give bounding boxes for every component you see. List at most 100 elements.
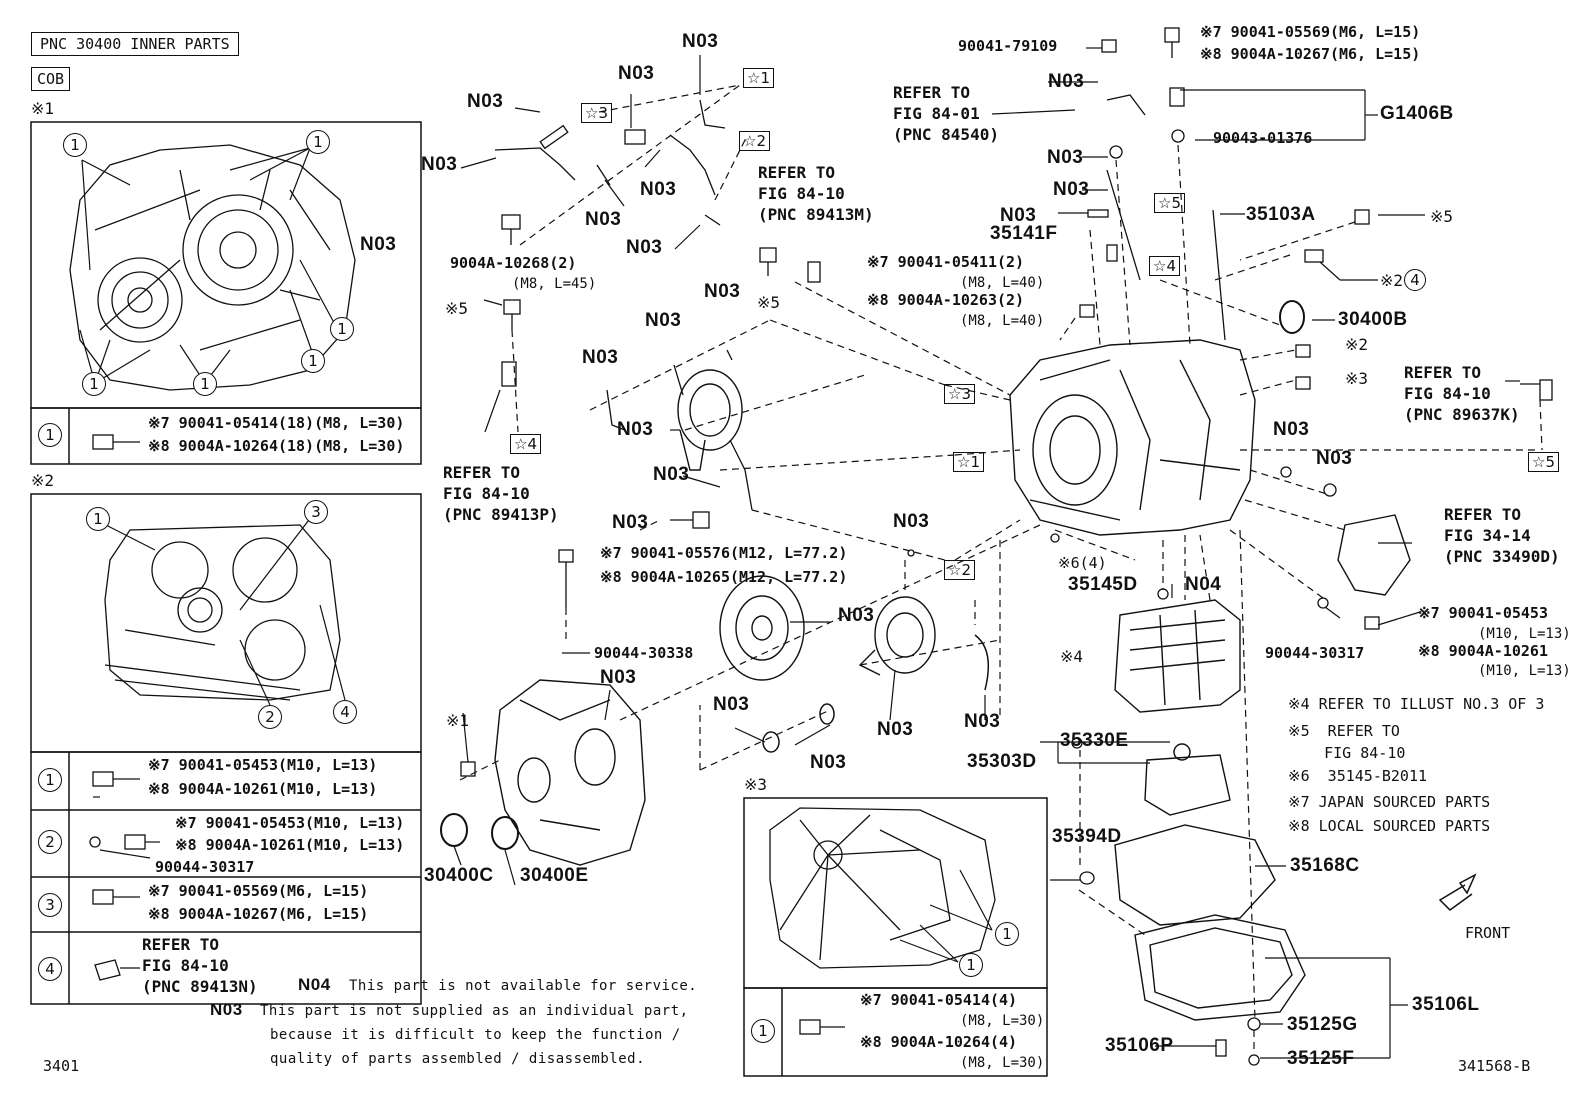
- mark-x2-callout: ※2: [1380, 271, 1404, 290]
- n03-label: N03: [1316, 448, 1353, 469]
- footer-page-code: 3401: [43, 1057, 80, 1075]
- n03-label: N03: [421, 154, 458, 175]
- part-35168c: 35168C: [1290, 855, 1360, 876]
- n04-label: N04: [1185, 574, 1222, 595]
- part-35106p: 35106P: [1105, 1035, 1174, 1056]
- part-35394d: 35394D: [1052, 826, 1122, 847]
- spec-90041-05411-size: (M8, L=40): [960, 275, 1045, 291]
- small-parts: [89, 27, 1553, 1066]
- part-90041-79109: 90041-79109: [958, 37, 1058, 55]
- legend-x4: ※4 REFER TO ILLUST NO.3 OF 3: [1288, 695, 1545, 713]
- part-90043-01376: 90043-01376: [1213, 129, 1313, 147]
- n03-label: N03: [653, 464, 690, 485]
- ref-fig-84-10-89413m: REFER TO FIG 84-10 (PNC 89413M): [758, 163, 874, 224]
- seal-30400c: [440, 813, 468, 847]
- spec-9004a-10263: ※8 9004A-10263(2): [867, 291, 1025, 309]
- spec-9004a-10261-size: (M10, L=13): [1478, 663, 1571, 679]
- n03-label: N03: [877, 719, 914, 740]
- n03-label: N03: [964, 711, 1001, 732]
- legend-x5: ※5 REFER TO FIG 84-10: [1288, 722, 1406, 762]
- inset2-row2-number: 2: [38, 830, 62, 854]
- gear-assembly-3: [858, 596, 936, 676]
- pan-gasket: [1114, 824, 1276, 926]
- inset1-callout-1c: 1: [330, 317, 354, 341]
- inset1-spec-japan: ※7 90041-05414(18)(M8, L=30): [148, 414, 405, 432]
- n03-label: N03: [1048, 71, 1085, 92]
- n03-label: N03: [1053, 179, 1090, 200]
- part-30400e: 30400E: [520, 865, 589, 886]
- inset1-spec-row: [30, 407, 422, 465]
- inset3-mark: ※3: [744, 775, 768, 794]
- inset2-mark: ※2: [31, 471, 55, 490]
- gear-assembly-2: [719, 575, 805, 681]
- mark-x2: ※2: [1345, 335, 1369, 354]
- inset1-callout-1f: 1: [193, 372, 217, 396]
- part-35125f: 35125F: [1287, 1048, 1355, 1069]
- main-transaxle-case: [1009, 339, 1256, 536]
- inset3-callout-1a: 1: [995, 922, 1019, 946]
- part-30400c: 30400C: [424, 865, 494, 886]
- gear-assembly-1: [677, 369, 743, 471]
- n03-label: N03: [810, 752, 847, 773]
- inset2-spec-table: [30, 751, 422, 1005]
- inset2-row4-reference: REFER TO FIG 84-10 (PNC 89413N): [142, 935, 258, 996]
- n03-label: N03: [838, 605, 875, 626]
- star-ref-1: ☆1: [953, 452, 984, 472]
- part-30400b: 30400B: [1338, 309, 1408, 330]
- part-35141f: 35141F: [990, 223, 1058, 244]
- inset3-spec-local: ※8 9004A-10264(4): [860, 1033, 1018, 1051]
- inset2-row3-spec-japan: ※7 90041-05569(M6, L=15): [148, 882, 369, 900]
- inset3-spec-japan: ※7 90041-05414(4): [860, 991, 1018, 1009]
- part-35103a: 35103A: [1246, 204, 1316, 225]
- inset1-callout-1b: 1: [306, 130, 330, 154]
- spec-top-right-local: ※8 9004A-10267(M6, L=15): [1200, 45, 1421, 63]
- solenoid-cover: [1337, 514, 1411, 596]
- inset2-callout-3: 3: [304, 500, 328, 524]
- star-ref-4: ☆4: [510, 434, 541, 454]
- leader-lines: [93, 47, 1540, 1059]
- n03-label: N03: [1000, 205, 1037, 226]
- inset3-housing-drawing: [769, 807, 996, 969]
- note-n03-line2: because it is difficult to keep the func…: [270, 1027, 681, 1043]
- inset1-spec-local: ※8 9004A-10264(18)(M8, L=30): [148, 437, 405, 455]
- inset2-row1-number: 1: [38, 768, 62, 792]
- front-arrow: [1438, 873, 1477, 911]
- inset3-frame: [743, 797, 1048, 989]
- star-ref-5: ☆5: [1528, 452, 1559, 472]
- inset3-row-number: 1: [751, 1019, 775, 1043]
- mark-x2-callout-num: 4: [1404, 269, 1426, 291]
- catalog-code: COB: [31, 67, 71, 91]
- ref-fig-34-14: REFER TO FIG 34-14 (PNC 33490D): [1444, 505, 1560, 566]
- star-ref-3: ☆3: [581, 103, 612, 123]
- part-90044-30338: 90044-30338: [594, 644, 694, 662]
- inset2-row3-spec-local: ※8 9004A-10267(M6, L=15): [148, 905, 369, 923]
- inset2-row3-number: 3: [38, 893, 62, 917]
- spec-9004a-10268-size: (M8, L=45): [512, 276, 597, 292]
- part-35330e: 35330E: [1060, 730, 1129, 751]
- inset2-callout-2: 2: [258, 705, 282, 729]
- n03-label: N03: [1273, 419, 1310, 440]
- valve-body: [1114, 599, 1241, 713]
- inset2-row2-washer: 90044-30317: [155, 858, 255, 876]
- n03-label: N03: [612, 512, 649, 533]
- front-label: FRONT: [1465, 924, 1511, 942]
- seal-30400b: [1279, 300, 1305, 334]
- inset1-callout-1d: 1: [301, 349, 325, 373]
- n03-label: N03: [600, 667, 637, 688]
- snap-ring: [974, 634, 990, 691]
- n03-label: N03: [582, 347, 619, 368]
- inset2-callout-1: 1: [86, 507, 110, 531]
- mark-x6: ※6(4): [1058, 554, 1107, 572]
- n03-label: N03: [585, 209, 622, 230]
- mark-x1: ※1: [446, 711, 470, 730]
- note-n03-line3: quality of parts assembled / disassemble…: [270, 1051, 646, 1067]
- inset1-row-number: 1: [38, 423, 62, 447]
- dashed-lines: [459, 84, 1543, 1052]
- n03-label: N03: [893, 511, 930, 532]
- star-ref-1: ☆1: [743, 68, 774, 88]
- spec-90041-05453-size: (M10, L=13): [1478, 626, 1571, 642]
- spec-90041-05453: ※7 90041-05453: [1418, 604, 1548, 622]
- part-35106l: 35106L: [1412, 994, 1480, 1015]
